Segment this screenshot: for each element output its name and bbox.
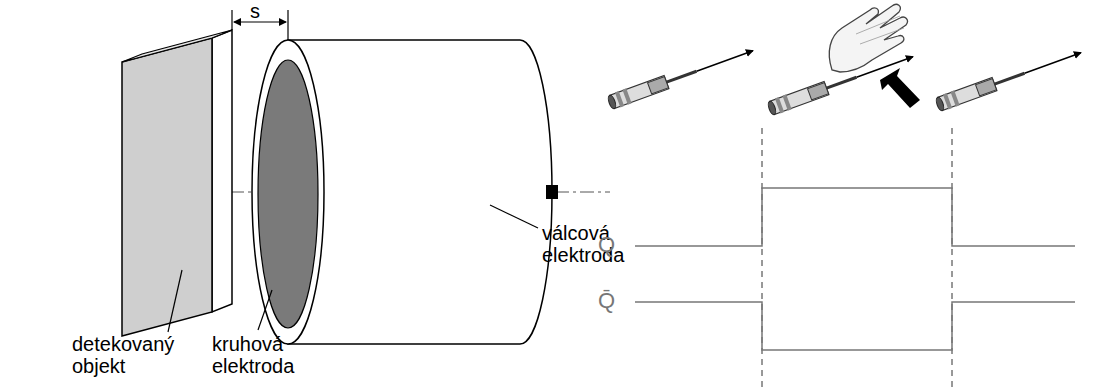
plate-top	[122, 30, 232, 62]
approach-arrow	[880, 68, 920, 108]
signal-q	[635, 188, 1075, 246]
connector	[546, 185, 558, 199]
part-label: detekovaný objekt	[72, 333, 182, 377]
leader-line	[258, 290, 272, 330]
plate-face	[122, 38, 212, 336]
cylinder-body	[288, 40, 552, 344]
plate-edge	[212, 30, 232, 312]
part-label: válcová elektroda	[542, 222, 652, 266]
circular-electrode	[258, 60, 318, 328]
leader-line	[168, 270, 182, 332]
dimension-label: s	[250, 0, 280, 22]
hand	[829, 4, 907, 72]
signal-qbar	[635, 302, 1075, 350]
signal-name: Q̄	[598, 290, 628, 312]
leader-line	[490, 205, 538, 228]
sensor-icon	[606, 43, 755, 110]
cylinder-rim	[252, 40, 324, 344]
part-label: kruhová elektroda	[212, 333, 322, 377]
sensor-icon	[934, 45, 1083, 112]
signal-name: Q	[598, 234, 628, 256]
